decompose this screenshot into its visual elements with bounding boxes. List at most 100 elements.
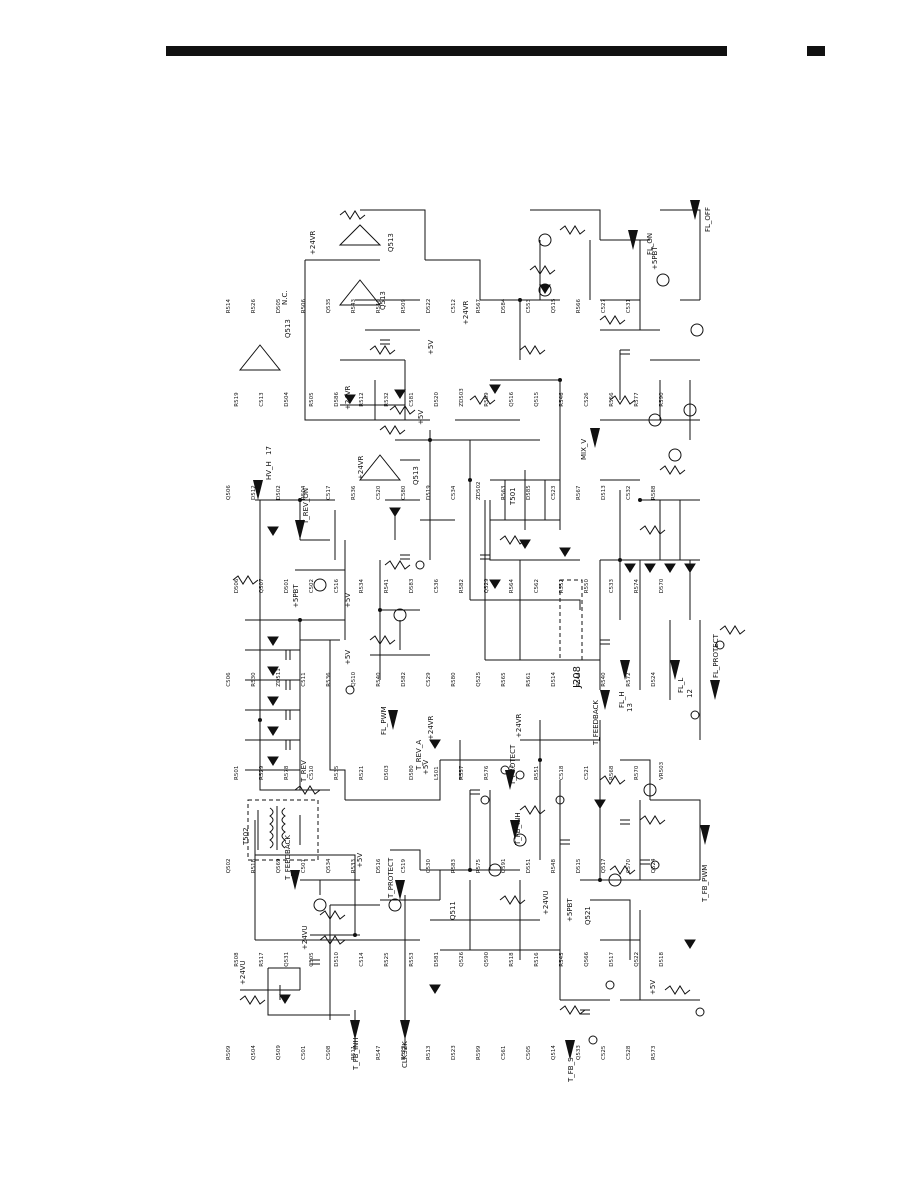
component-label: C570 — [626, 858, 632, 873]
component-label: Q510 — [351, 671, 357, 686]
component-label: Q535 — [326, 298, 332, 313]
component-label: D502 — [276, 485, 282, 500]
signal-clk32k: CLK32K — [401, 1041, 409, 1068]
component-label: R511 — [351, 1046, 357, 1060]
component-label: D522 — [426, 299, 432, 314]
component-label: D524 — [651, 671, 657, 686]
component-label: R540 — [376, 672, 382, 687]
component-label: D570 — [659, 578, 665, 593]
component-label: D519 — [426, 485, 432, 500]
supply-5v-b: +5V — [344, 650, 352, 665]
component-label: C501 — [301, 1046, 307, 1060]
component-label: C507 — [301, 858, 307, 873]
pin-12: 12 — [686, 689, 694, 698]
component-label: L501 — [434, 766, 440, 780]
ic-q513-a: Q513 — [387, 233, 395, 252]
supply-5v-f: +5V — [649, 980, 657, 995]
component-label: R552 — [559, 579, 565, 593]
component-label: D514 — [551, 671, 557, 686]
component-label: C513 — [259, 392, 265, 407]
signal-hv-h: HV_H — [265, 461, 273, 480]
transformer-t501: T501 — [509, 487, 517, 506]
component-label: D583 — [409, 578, 415, 593]
component-label: R590 — [659, 392, 665, 407]
component-label: Q524 — [651, 858, 657, 873]
component-label: R577 — [634, 392, 640, 407]
component-label: C502 — [309, 579, 315, 593]
signal-fl-on: FL_ON — [646, 233, 654, 255]
component-label: R509 — [226, 1045, 232, 1060]
supply-24vu-a: +24VU — [239, 960, 247, 985]
component-label: Q569 — [276, 858, 282, 873]
component-label: C527 — [601, 298, 607, 313]
component-label: C510 — [309, 765, 315, 780]
component-label: R570 — [634, 765, 640, 780]
component-label: R532 — [384, 392, 390, 406]
component-label: R504 — [301, 485, 307, 500]
component-label: R583 — [451, 858, 457, 873]
ic-q513-b: Q513 — [379, 291, 387, 310]
component-label: R518 — [509, 952, 515, 967]
component-label: C521 — [584, 766, 590, 780]
component-label: R536 — [326, 672, 332, 687]
supply-5v-e: +5V — [422, 760, 430, 775]
transformer-t502: T502 — [242, 827, 250, 846]
component-label: C533 — [609, 578, 615, 593]
component-label: ZD502 — [476, 481, 482, 500]
component-label: C526 — [584, 392, 590, 407]
supply-5v-a: +5V — [344, 593, 352, 608]
component-label: Q525 — [476, 671, 482, 686]
component-label: Q515 — [534, 391, 540, 406]
component-label: D513 — [601, 485, 607, 500]
component-label: C531 — [626, 299, 632, 313]
supply-5v-d: +5V — [427, 340, 435, 355]
signal-t-fb-pwm: T_FB_PWM — [701, 865, 709, 903]
component-label: R508 — [234, 952, 240, 967]
component-label: C525 — [601, 1045, 607, 1060]
component-label: C580 — [401, 485, 407, 500]
component-label: ZD503 — [459, 388, 465, 407]
signal-t-rev: T_REV — [300, 760, 308, 783]
component-label: R544 — [576, 672, 582, 687]
component-label: C512 — [451, 299, 457, 313]
ic-q513-c: Q513 — [284, 319, 292, 338]
component-label: Q531 — [284, 952, 290, 967]
component-label: R576 — [484, 765, 490, 780]
pin-17: 17 — [265, 446, 273, 455]
component-label: R505 — [309, 392, 315, 407]
component-label: D551 — [526, 859, 532, 874]
component-label: Q509 — [276, 1045, 282, 1060]
component-label: C508 — [326, 1045, 332, 1060]
component-label: R529 — [259, 765, 265, 780]
page-tab-marker — [807, 46, 825, 56]
component-label: D586 — [334, 391, 340, 406]
connector-j208-label: J208 — [572, 666, 583, 689]
component-label: R566 — [576, 298, 582, 313]
component-label: R548 — [551, 858, 557, 873]
component-label: R501 — [234, 766, 240, 780]
component-label: C511 — [301, 672, 307, 686]
component-label: C561 — [501, 1046, 507, 1060]
supply-24vr-f: +24VR — [462, 300, 470, 325]
signal-t-fb-inh: T_FB_INH — [352, 1037, 360, 1071]
signal-t-fb-s: T_FB_S — [567, 1057, 575, 1083]
component-label: R535 — [334, 765, 340, 780]
component-label: R574 — [634, 578, 640, 593]
component-label: D518 — [659, 951, 665, 966]
component-label: R572 — [626, 672, 632, 686]
component-label: C505 — [309, 952, 315, 967]
pin-13: 13 — [626, 703, 634, 712]
supply-5v-g: +5V — [356, 853, 364, 868]
ic-q521: Q521 — [584, 906, 592, 925]
component-label: R588 — [651, 485, 657, 500]
component-label: C528 — [626, 1045, 632, 1060]
component-label: D520 — [434, 391, 440, 406]
component-label: D516 — [376, 858, 382, 873]
component-label: R564 — [509, 578, 515, 593]
component-label: R525 — [384, 952, 390, 967]
component-label: R557 — [459, 765, 465, 780]
component-label: R546 — [559, 392, 565, 407]
component-label: R506 — [301, 298, 307, 313]
component-label: C520 — [376, 485, 382, 500]
component-label: R519 — [234, 392, 240, 407]
